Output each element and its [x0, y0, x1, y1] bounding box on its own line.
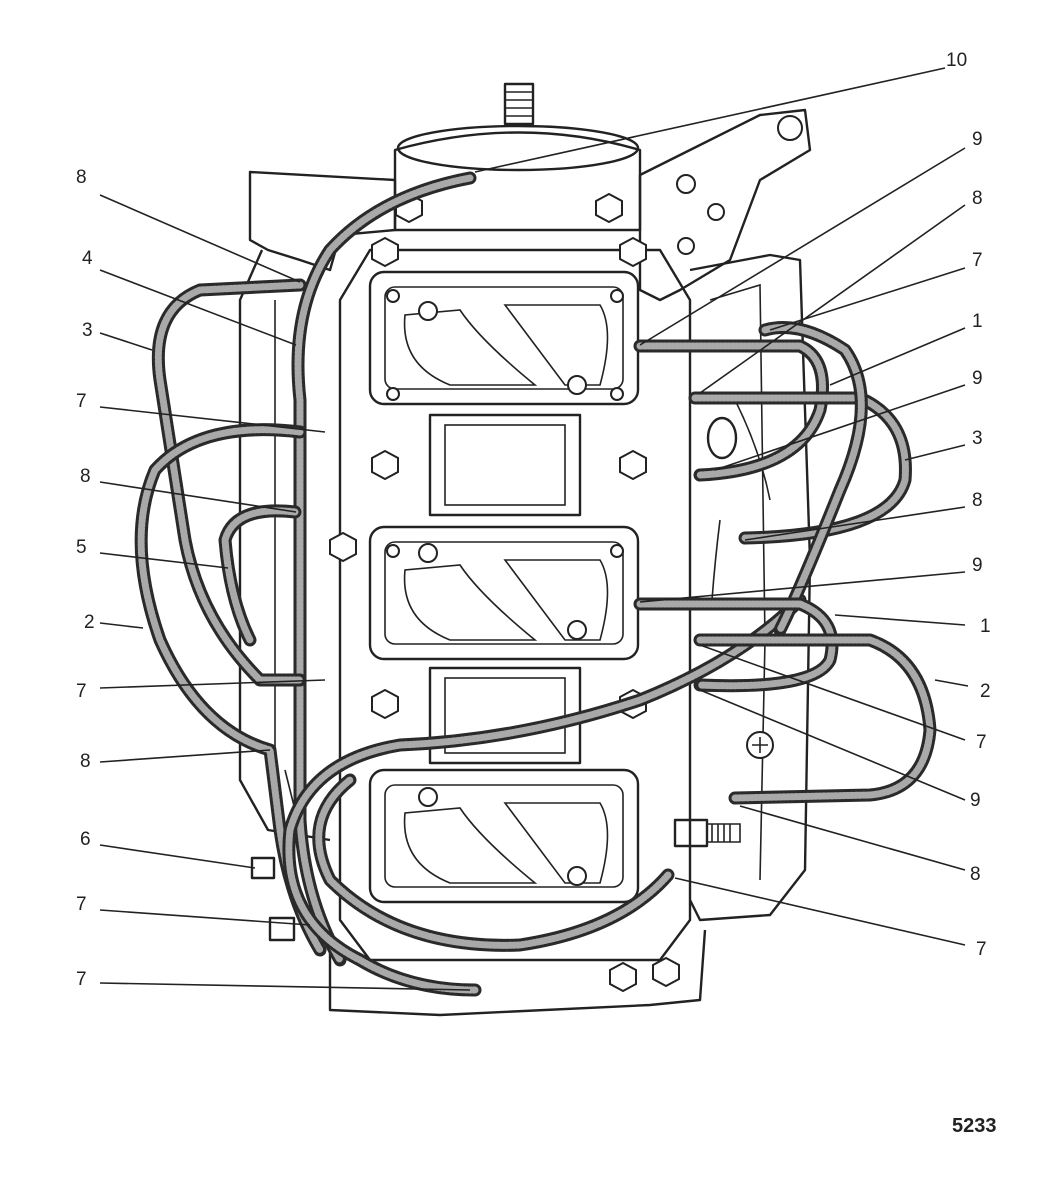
- leader-8-left-1: [99, 194, 301, 283]
- bracket-bolt: [777, 115, 803, 141]
- callout-6-left: 6: [80, 829, 91, 850]
- callout-7-left-2: 7: [76, 681, 87, 702]
- plate-hex-bolts: [329, 192, 647, 993]
- engine-block: [238, 82, 812, 1017]
- callout-2-left: 2: [84, 612, 95, 633]
- manifold-window: [428, 413, 582, 517]
- leader-5-left: [99, 552, 229, 569]
- manifold-window: [428, 666, 582, 765]
- callout-9-right-3: 9: [972, 555, 983, 576]
- bracket-bolt: [677, 237, 695, 255]
- leader-7-right-2: [699, 644, 966, 741]
- callout-1-right-1: 1: [972, 311, 983, 332]
- right-housing-inner: [709, 283, 766, 881]
- callout-1-right-2: 1: [980, 616, 991, 637]
- bracket-bolt: [676, 174, 696, 194]
- leader-lines: [99, 67, 969, 991]
- top-right-bracket: [638, 108, 812, 302]
- top-cover-ring: [396, 124, 640, 172]
- manifold-plate: [338, 248, 692, 962]
- leader-1-right-2: [834, 614, 966, 626]
- callout-9-top: 9: [972, 129, 983, 150]
- hose-right-upper-1: [633, 339, 829, 482]
- callout-3-left: 3: [82, 320, 93, 341]
- callout-8-right-3: 8: [970, 864, 981, 885]
- callout-8-left-2: 8: [80, 466, 91, 487]
- leader-1-right-1: [829, 327, 966, 386]
- leader-9-right-2: [714, 384, 966, 471]
- left-lower-fitting: [268, 916, 296, 942]
- callout-7-right-2: 7: [976, 732, 987, 753]
- leader-3-right: [904, 444, 966, 461]
- leader-8-right-3: [739, 805, 966, 871]
- leader-3-left: [99, 332, 153, 351]
- callout-7-right-1: 7: [972, 250, 983, 271]
- crankshaft-threads: [505, 91, 533, 117]
- manifold-window-inner: [444, 424, 566, 506]
- leader-2-left: [99, 622, 144, 629]
- carb-gasket-middle: [368, 525, 640, 661]
- callout-5-left: 5: [76, 537, 87, 558]
- bottom-fitting: [673, 818, 709, 848]
- callout-7-right-3: 7: [976, 939, 987, 960]
- leader-2-right: [934, 679, 969, 687]
- callout-10: 10: [946, 50, 967, 71]
- leader-7-left-4: [99, 982, 471, 991]
- bottom-hex-bolt: [652, 956, 680, 988]
- hose-right-middle-2: [693, 633, 937, 805]
- leader-8-left-2: [99, 481, 297, 513]
- leader-7-left-3: [99, 909, 311, 926]
- leader-8-top-right: [699, 204, 966, 394]
- callout-8-left-3: 8: [80, 751, 91, 772]
- callout-8-top-right: 8: [972, 188, 983, 209]
- leader-9-top: [639, 147, 966, 346]
- leader-7-right-3: [674, 877, 966, 946]
- callout-7-left-1: 7: [76, 391, 87, 412]
- callout-2-right: 2: [980, 681, 991, 702]
- callout-9-right-2: 9: [972, 368, 983, 389]
- leader-8-right-2: [744, 506, 966, 541]
- callout-labels: 10 9 8 7 1 9 3 8 9 1 2 7 9 8 7 8 4 3 7 8…: [76, 50, 997, 1137]
- hose-left-small: [218, 504, 302, 647]
- figure-number: 5233: [952, 1115, 997, 1137]
- callout-3-right: 3: [972, 428, 983, 449]
- callout-9-right-4: 9: [970, 790, 981, 811]
- leader-9-right-3: [639, 571, 966, 603]
- leader-7-left-1: [99, 406, 326, 433]
- right-housing-plug: [706, 416, 738, 460]
- leader-7-right-1: [769, 267, 966, 331]
- leader-8-left-3: [99, 749, 271, 763]
- leader-7-left-2: [99, 679, 326, 689]
- callout-8-left-1: 8: [76, 167, 87, 188]
- leader-10: [474, 67, 946, 173]
- hoses: [134, 171, 937, 997]
- top-cover: [393, 131, 642, 232]
- leader-6-left: [99, 844, 256, 869]
- carb-gasket-top: [368, 270, 640, 406]
- right-side-housing: [688, 253, 812, 922]
- bottom-fitting-threads: [707, 823, 741, 843]
- callout-7-left-4: 7: [76, 969, 87, 990]
- callout-8-right-2: 8: [972, 490, 983, 511]
- crankshaft-stub: [503, 82, 535, 126]
- bottom-block: [328, 929, 707, 1017]
- right-housing-slot: [711, 399, 771, 601]
- left-lower-fitting: [250, 856, 276, 880]
- right-housing-screw-slot: [752, 737, 768, 753]
- leader-9-right-4: [699, 689, 966, 801]
- leader-4-left: [99, 269, 297, 346]
- callout-7-left-3: 7: [76, 894, 87, 915]
- hose-left-big-loop: [151, 278, 307, 687]
- callout-4-left: 4: [82, 248, 93, 269]
- carb-gasket-bottom: [368, 768, 640, 904]
- bracket-bolt: [707, 203, 725, 221]
